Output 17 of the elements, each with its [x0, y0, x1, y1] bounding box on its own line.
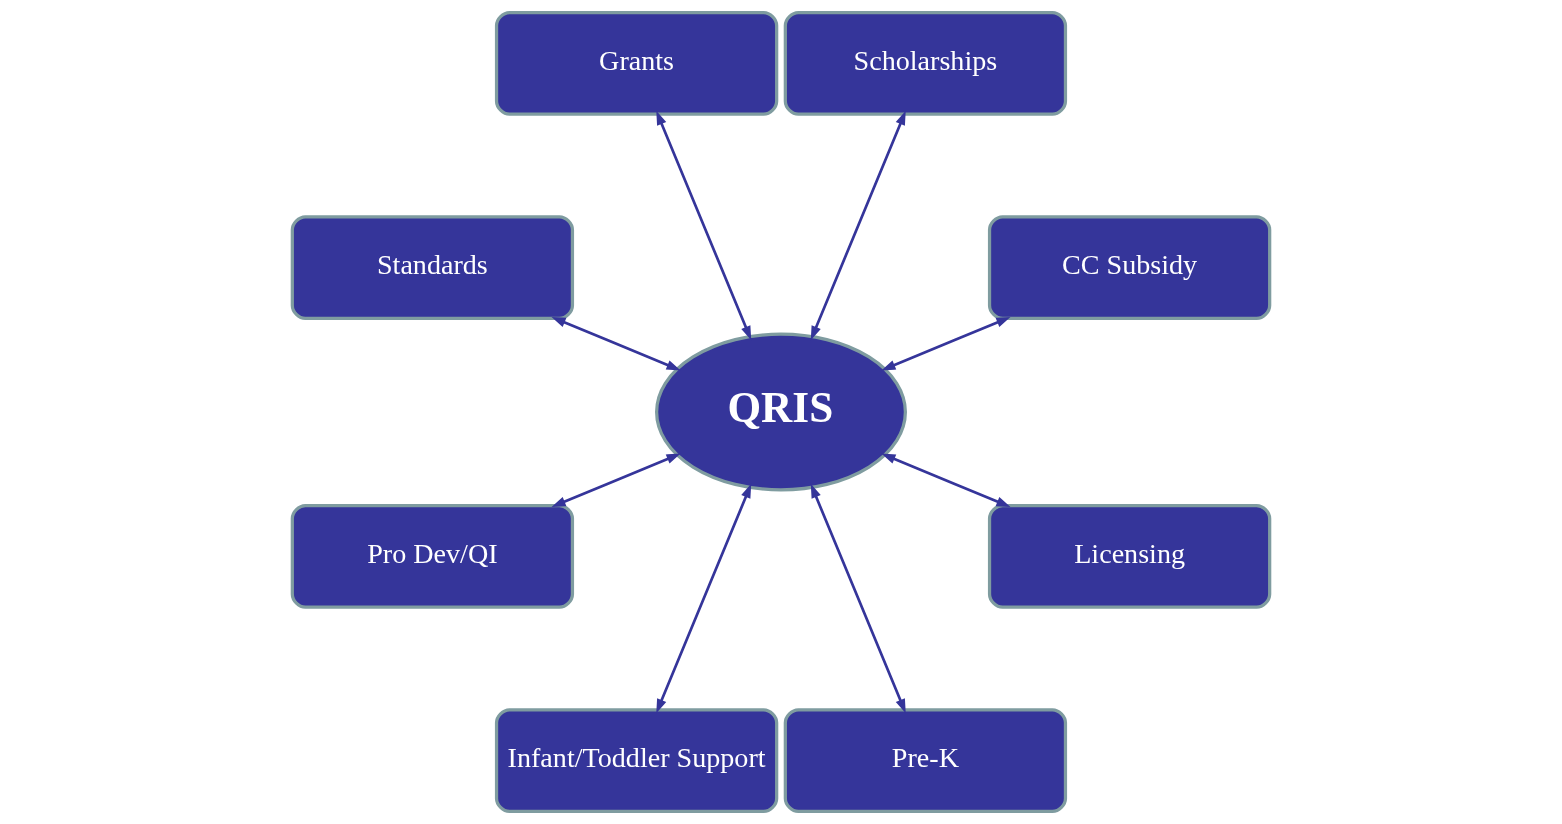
node-ellipse: QRIS [655, 332, 907, 492]
node-box: Grants [494, 10, 779, 116]
node-box: Pre-K [783, 708, 1068, 814]
arrow [656, 483, 752, 714]
node-box: Pro Dev/QI [290, 503, 575, 609]
arrow [551, 316, 681, 371]
node-box: Licensing [987, 503, 1272, 609]
arrow [551, 453, 681, 508]
arrow [881, 453, 1011, 508]
arrow [810, 483, 906, 714]
arrow [881, 316, 1011, 371]
arrow [810, 110, 906, 341]
node-box: Scholarships [783, 10, 1068, 116]
node-box: CC Subsidy [987, 215, 1272, 321]
node-box: Infant/Toddler Support [494, 708, 779, 814]
arrow [656, 110, 752, 341]
node-box: Standards [290, 215, 575, 321]
